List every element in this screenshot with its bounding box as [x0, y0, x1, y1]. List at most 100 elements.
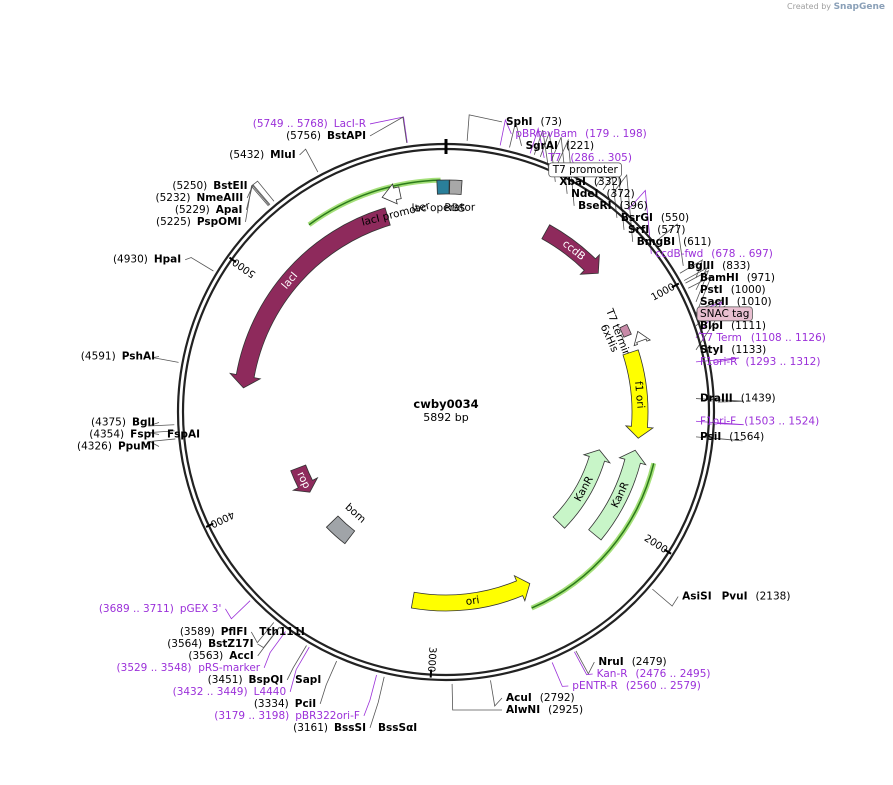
label-bgli[interactable]: BglI(4375)	[91, 417, 155, 429]
label-pos: (678 .. 697)	[711, 248, 773, 260]
label-pcii[interactable]: PciI(3334)	[254, 698, 316, 710]
ruler-tick-label: 1000	[650, 282, 678, 304]
label-bsrgi[interactable]: BsrGI(550)	[621, 212, 689, 224]
label-t7-term[interactable]: T7 Term(1108 .. 1126)	[699, 332, 826, 344]
label-pos: (2138)	[756, 591, 791, 603]
feature-lac-operator[interactable]	[436, 179, 450, 195]
label-bseri[interactable]: BseRI(396)	[578, 200, 648, 212]
label-pos: (5232)	[156, 192, 191, 204]
label-name: NdeI	[571, 188, 598, 200]
label-pspomi[interactable]: PspOMI(5225)	[156, 216, 241, 228]
label-t7-promoter[interactable]: T7 promoter	[548, 162, 622, 178]
label-psii[interactable]: PsiI(1564)	[700, 431, 764, 443]
label-sgrai[interactable]: SgrAI(221)	[526, 140, 595, 152]
label-snac-tag[interactable]: SNAC tag	[696, 306, 753, 322]
label-f1ori-r[interactable]: F1ori-R(1293 .. 1312)	[700, 356, 820, 368]
label-blpi[interactable]: BlpI(1111)	[700, 320, 766, 332]
site-labels: LacI-R(5749 .. 5768)BstAPI(5756) MluI (543…	[77, 116, 826, 734]
feature-rbs[interactable]	[449, 179, 463, 195]
feature-label-rbs: RBS	[444, 202, 466, 215]
label-laci-r[interactable]: LacI-R(5749 .. 5768)	[253, 118, 366, 130]
label-pos: (372)	[606, 188, 634, 200]
ruler-tick	[228, 256, 237, 263]
label-name: F1ori-F	[700, 415, 736, 427]
plasmid-name: cwby0034	[413, 397, 478, 411]
label-hpai[interactable]: HpaI(4930)	[113, 254, 181, 266]
label-bsteii[interactable]: BstEII(5250)	[172, 180, 247, 192]
label-pos: (5432)	[229, 149, 264, 161]
feature-6xhis[interactable]	[619, 323, 632, 338]
label-bstz17i[interactable]: BstZ17I(3564)	[167, 638, 253, 650]
label-alwni[interactable]: AlwNI(2925)	[506, 704, 583, 716]
label-bstapi[interactable]: BstAPI(5756)	[286, 130, 366, 142]
label-draiii[interactable]: DraIII(1439)	[700, 393, 776, 405]
snapgene-credit: Created by SnapGene	[787, 2, 885, 12]
label-bmgbi[interactable]: BmgBI(611)	[637, 236, 712, 248]
feature-rop[interactable]	[290, 464, 319, 493]
ruler-tick	[205, 522, 214, 528]
label-pbr322ori-f[interactable]: pBR322ori-F (3179 .. 3198)	[214, 710, 360, 722]
label-pgex-3[interactable]: pGEX 3'(3689 .. 3711)	[99, 603, 222, 615]
label-mlui[interactable]: MluI (5432)	[229, 149, 295, 161]
label-t7[interactable]: T7(286 .. 305)	[547, 152, 632, 164]
feature-laci-promoter[interactable]	[381, 183, 402, 205]
label-sphi[interactable]: SphI(73)	[506, 116, 562, 128]
label-name: SNAC tag	[700, 308, 749, 320]
label-sacii[interactable]: SacII (1010)	[700, 296, 772, 308]
label-pos: (550)	[661, 212, 689, 224]
feature-kanr-1[interactable]	[552, 449, 612, 529]
label-pentr-r[interactable]: pENTR-R(2560 .. 2579)	[572, 680, 701, 692]
label-l4440[interactable]: L4440(3432 .. 3449)	[173, 686, 287, 698]
label-pos: (3179 .. 3198)	[214, 710, 289, 722]
label-apai[interactable]: ApaI(5229)	[175, 204, 243, 216]
leader-bseri	[557, 138, 575, 206]
label-extra: FspAI	[167, 429, 200, 441]
label-acui[interactable]: AcuI(2792)	[506, 692, 575, 704]
label-kan-r[interactable]: Kan-R(2476 .. 2495)	[597, 668, 711, 680]
label-acci[interactable]: AccI(3563)	[188, 650, 253, 662]
label-prs-marker[interactable]: pRS-marker(3529 .. 3548)	[117, 662, 261, 674]
ruler-tick	[663, 548, 672, 555]
label-xbai[interactable]: XbaI(332)	[559, 176, 622, 188]
label-bamhi[interactable]: BamHI(971)	[700, 272, 775, 284]
feature-ccdb[interactable]	[541, 224, 600, 275]
label-pos: (2792)	[540, 692, 575, 704]
label-ccdb-fwd[interactable]: ccdB-fwd(678 .. 697)	[655, 248, 773, 260]
label-f1ori-f[interactable]: F1ori-F(1503 .. 1524)	[700, 415, 819, 427]
label-name: SacII	[700, 296, 729, 308]
feature-kanr-2[interactable]	[588, 449, 647, 541]
label-name: LacI-R	[334, 118, 366, 130]
label-bglii[interactable]: BglII(833)	[687, 260, 750, 272]
feature-t7-terminator[interactable]	[633, 330, 652, 347]
feature-f1-ori[interactable]	[622, 349, 655, 439]
label-pos: (1010)	[737, 296, 772, 308]
label-pos: (286 .. 305)	[570, 152, 632, 164]
label-pshai[interactable]: PshAI(4591)	[81, 350, 155, 362]
feature-bom[interactable]	[325, 515, 356, 545]
label-name: SgrAI	[526, 140, 558, 152]
label-name: L4440	[254, 686, 287, 698]
label-name: MluI	[270, 149, 295, 161]
label-pos: (3564)	[167, 638, 202, 650]
label-pbrrevbam[interactable]: pBRrevBam(179 .. 198)	[515, 128, 646, 140]
label-pos: (2479)	[632, 656, 667, 668]
label-psti[interactable]: PstI(1000)	[700, 284, 766, 296]
feature-ori[interactable]	[410, 574, 531, 612]
label-ppumi[interactable]: PpuMI(4326)	[77, 441, 155, 453]
feature-laci[interactable]	[229, 207, 391, 389]
label-nmeaiii[interactable]: NmeAIII(5232)	[156, 192, 244, 204]
label-name: pBR322ori-F	[295, 710, 360, 722]
label-extra: SapI	[295, 674, 321, 686]
label-srfi[interactable]: SrfI(577)	[628, 224, 685, 236]
label-ndei[interactable]: NdeI (372)	[571, 188, 635, 200]
label-name: Kan-R	[597, 668, 628, 680]
label-box	[548, 162, 622, 178]
label-pos: (1108 .. 1126)	[751, 332, 826, 344]
label-nrui[interactable]: NruI(2479)	[598, 656, 666, 668]
label-styi[interactable]: StyI(1133)	[700, 344, 766, 356]
